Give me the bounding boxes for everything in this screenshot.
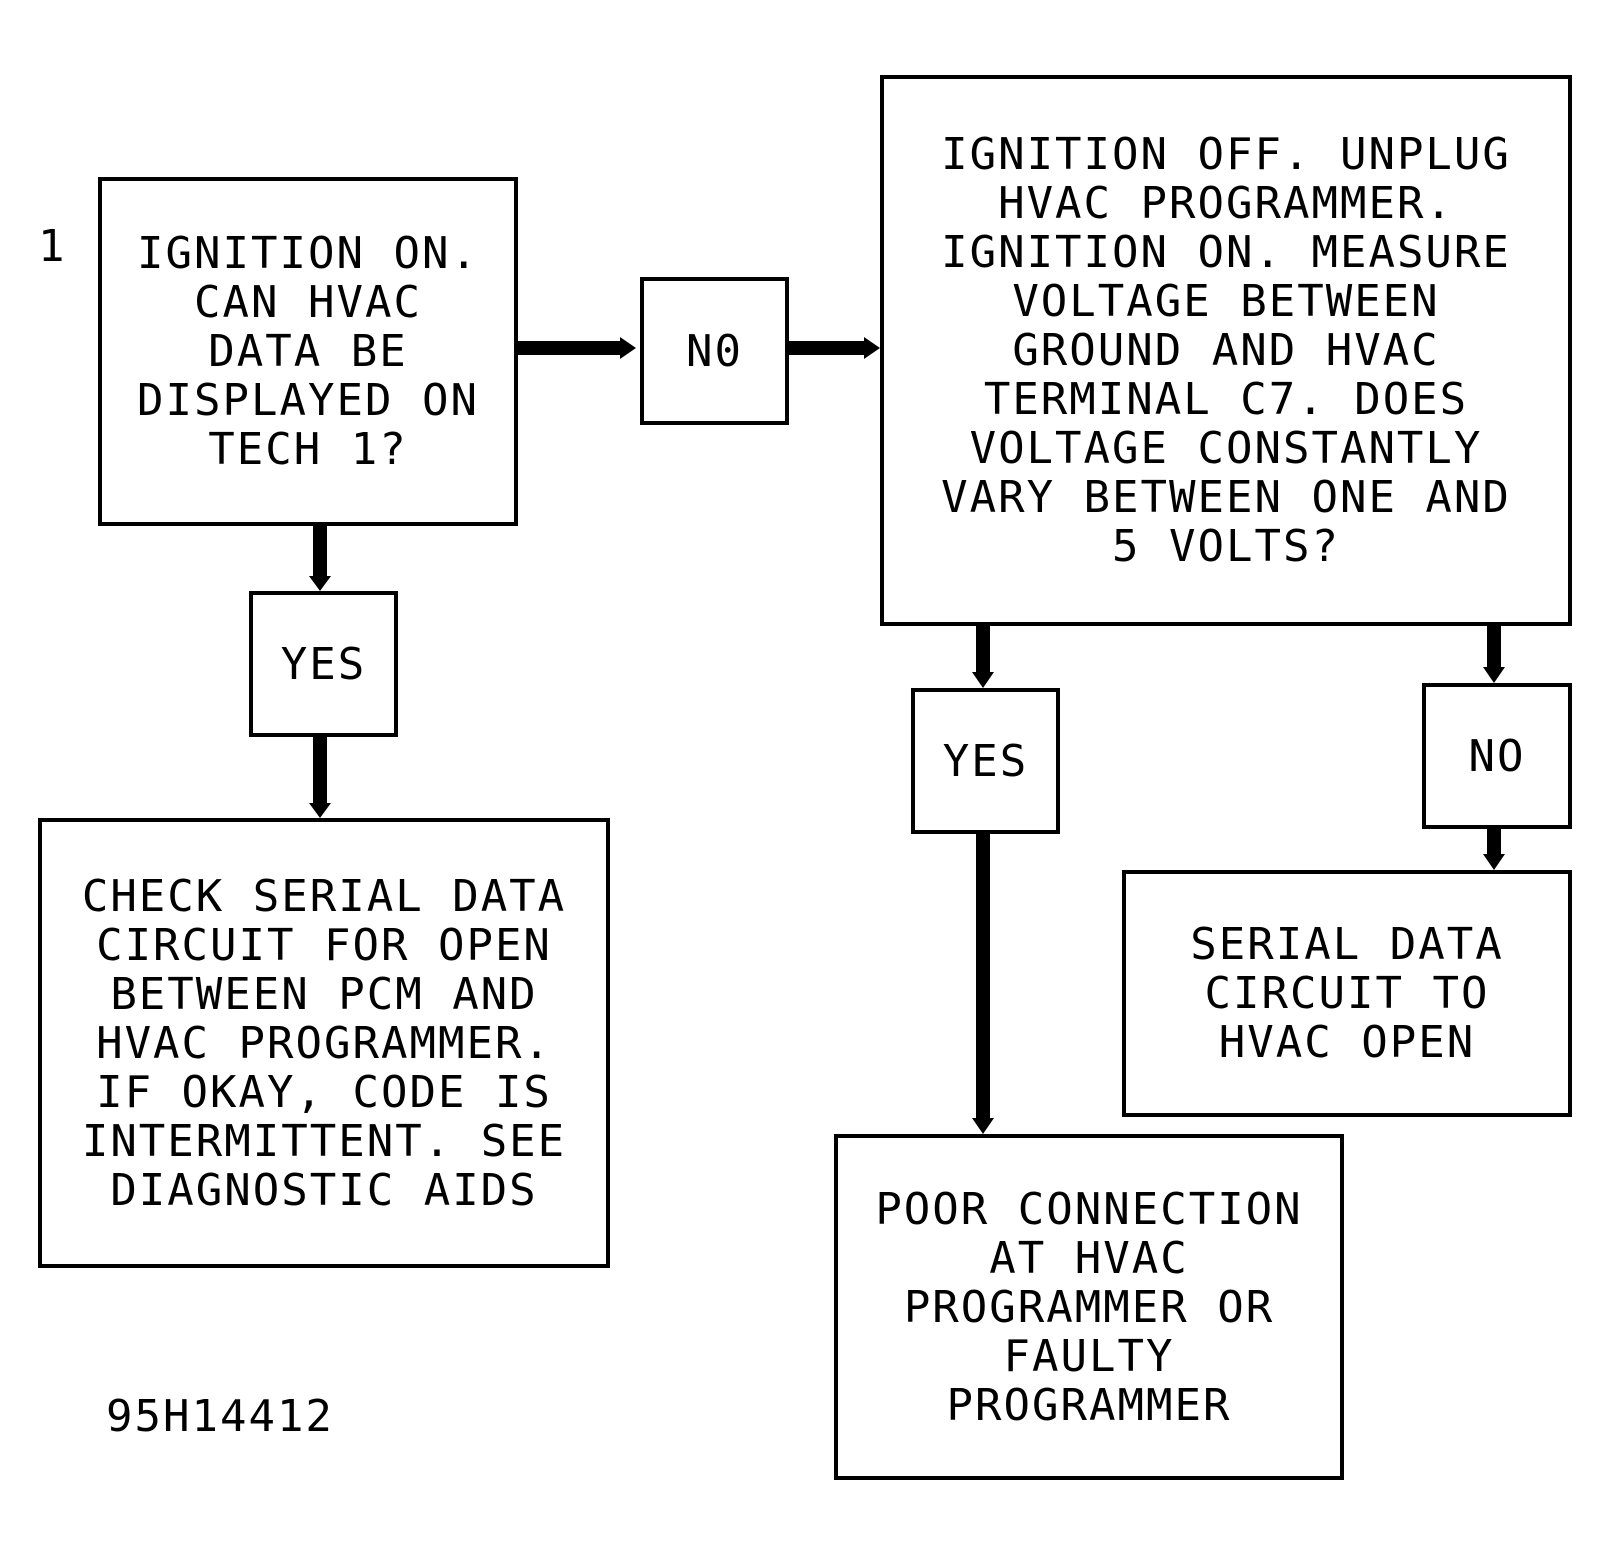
measure-voltage-box: IGNITION OFF. UNPLUG HVAC PROGRAMMER. IG… xyxy=(880,75,1572,626)
box-text-line: CHECK SERIAL DATA xyxy=(81,870,567,922)
box-text-line: N0 xyxy=(686,325,743,377)
box-text-line: INTERMITTENT. SEE xyxy=(81,1115,567,1167)
box-text-line: TECH 1? xyxy=(208,424,408,475)
arrowhead xyxy=(864,337,880,359)
box-text-line: SERIAL DATA xyxy=(1190,919,1504,970)
box-text-line: IGNITION OFF. UNPLUG xyxy=(941,129,1511,180)
box-text-line: VOLTAGE BETWEEN xyxy=(1012,276,1440,327)
box-text-line: NO xyxy=(1468,730,1526,782)
arrowhead xyxy=(620,337,636,359)
box-text-line: CIRCUIT TO xyxy=(1204,968,1490,1019)
yes-label-box-left: YES xyxy=(249,591,398,737)
box-text-line: DATA BE xyxy=(208,326,408,377)
arrowhead xyxy=(972,672,994,688)
serial-data-open-box: SERIAL DATA CIRCUIT TO HVAC OPEN xyxy=(1122,870,1572,1117)
box-text-line: HVAC OPEN xyxy=(1218,1017,1476,1068)
box-text-line: TERMINAL C7. DOES xyxy=(983,374,1469,425)
check-serial-data-box: CHECK SERIAL DATA CIRCUIT FOR OPEN BETWE… xyxy=(38,818,610,1268)
arrowhead xyxy=(972,1118,994,1134)
poor-connection-box: POOR CONNECTION AT HVAC PROGRAMMER OR FA… xyxy=(834,1134,1344,1480)
box-text-line: 5 VOLTS? xyxy=(1112,521,1340,572)
box-text-line: HVAC PROGRAMMER. xyxy=(96,1017,552,1069)
box-text-line: IGNITION ON. MEASURE xyxy=(941,227,1511,278)
box-text-line: HVAC PROGRAMMER. xyxy=(998,178,1454,229)
box-text-line: CIRCUIT FOR OPEN xyxy=(96,919,552,971)
step-number: 1 xyxy=(38,221,67,272)
no-label-box-right: NO xyxy=(1422,683,1572,829)
box-text-line: VARY BETWEEN ONE AND xyxy=(941,472,1511,523)
box-text-line: YES xyxy=(280,638,367,690)
box-text-line: CAN HVAC xyxy=(194,277,422,328)
box-text-line: FAULTY xyxy=(1003,1330,1175,1382)
arrowhead xyxy=(1483,854,1505,870)
box-text-line: PROGRAMMER OR xyxy=(903,1281,1275,1333)
box-text-line: VOLTAGE CONSTANTLY xyxy=(969,423,1483,474)
box-text-line: DIAGNOSTIC AIDS xyxy=(110,1164,538,1216)
box-text-line: DISPLAYED ON xyxy=(137,375,479,426)
box-text-line: POOR CONNECTION xyxy=(875,1183,1303,1235)
arrowhead xyxy=(1483,667,1505,683)
box-text-line: IGNITION ON. xyxy=(137,228,479,279)
box-text-line: IF OKAY, CODE IS xyxy=(96,1066,552,1118)
box-text-line: YES xyxy=(942,735,1029,787)
box-text-line: PROGRAMMER xyxy=(946,1379,1232,1431)
yes-label-box-right: YES xyxy=(911,688,1060,834)
box-text-line: GROUND AND HVAC xyxy=(1012,325,1440,376)
figure-id: 95H14412 xyxy=(106,1391,334,1442)
box-text-line: AT HVAC xyxy=(989,1232,1189,1284)
start-question-box: IGNITION ON. CAN HVAC DATA BE DISPLAYED … xyxy=(98,177,518,526)
no-label-box: N0 xyxy=(640,277,789,425)
arrowhead xyxy=(309,803,331,818)
box-text-line: BETWEEN PCM AND xyxy=(110,968,538,1020)
arrowhead xyxy=(309,576,331,591)
